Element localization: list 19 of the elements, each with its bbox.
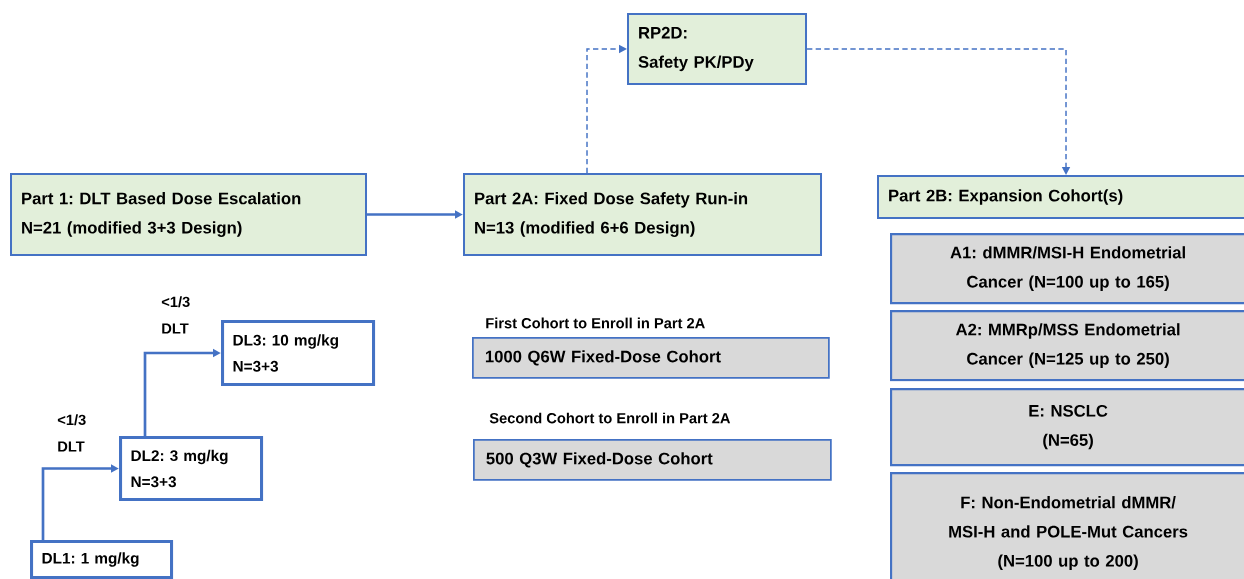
cohort-heading: Second Cohort to Enroll in Part 2A bbox=[489, 412, 731, 424]
edge-label: <1/3 DLT bbox=[57, 414, 86, 452]
cohort-box: 500 Q3W Fixed-Dose Cohort bbox=[473, 439, 832, 481]
dose-level-box: DL2: 3 mg/kg N=3+3 bbox=[119, 436, 264, 502]
cohort-box: E: NSCLC (N=65) bbox=[890, 388, 1244, 467]
cohort-box: 1000 Q6W Fixed-Dose Cohort bbox=[472, 337, 830, 379]
process-box: Part 2A: Fixed Dose Safety Run-in N=13 (modified 6+6 Design) bbox=[463, 173, 822, 256]
cohort-box: A2: MMRp/MSS Endometrial Cancer (N=125 up to 250) bbox=[890, 310, 1244, 382]
cohort-heading: First Cohort to Enroll in Part 2A bbox=[486, 317, 705, 329]
arrow bbox=[806, 48, 1071, 175]
process-box: RP2D: Safety PK/PDy bbox=[627, 13, 807, 85]
dose-level-box: DL1: 1 mg/kg bbox=[30, 540, 174, 579]
process-box: Part 2B: Expansion Cohort(s) bbox=[877, 175, 1244, 219]
dose-level-box: DL3: 10 mg/kg N=3+3 bbox=[221, 320, 376, 387]
cohort-box: F: Non-Endometrial dMMR/ MSI-H and POLE-Mut Cancers (N=100 up to 200) bbox=[890, 472, 1244, 579]
cohort-box: A1: dMMR/MSI-H Endometrial Cancer (N=100 up to 165) bbox=[890, 233, 1244, 305]
process-box: Part 1: DLT Based Dose Escalation N=21 (modified 3+3 Design) bbox=[10, 173, 367, 256]
arrow bbox=[586, 44, 627, 174]
edge-label: <1/3 DLT bbox=[161, 296, 190, 334]
